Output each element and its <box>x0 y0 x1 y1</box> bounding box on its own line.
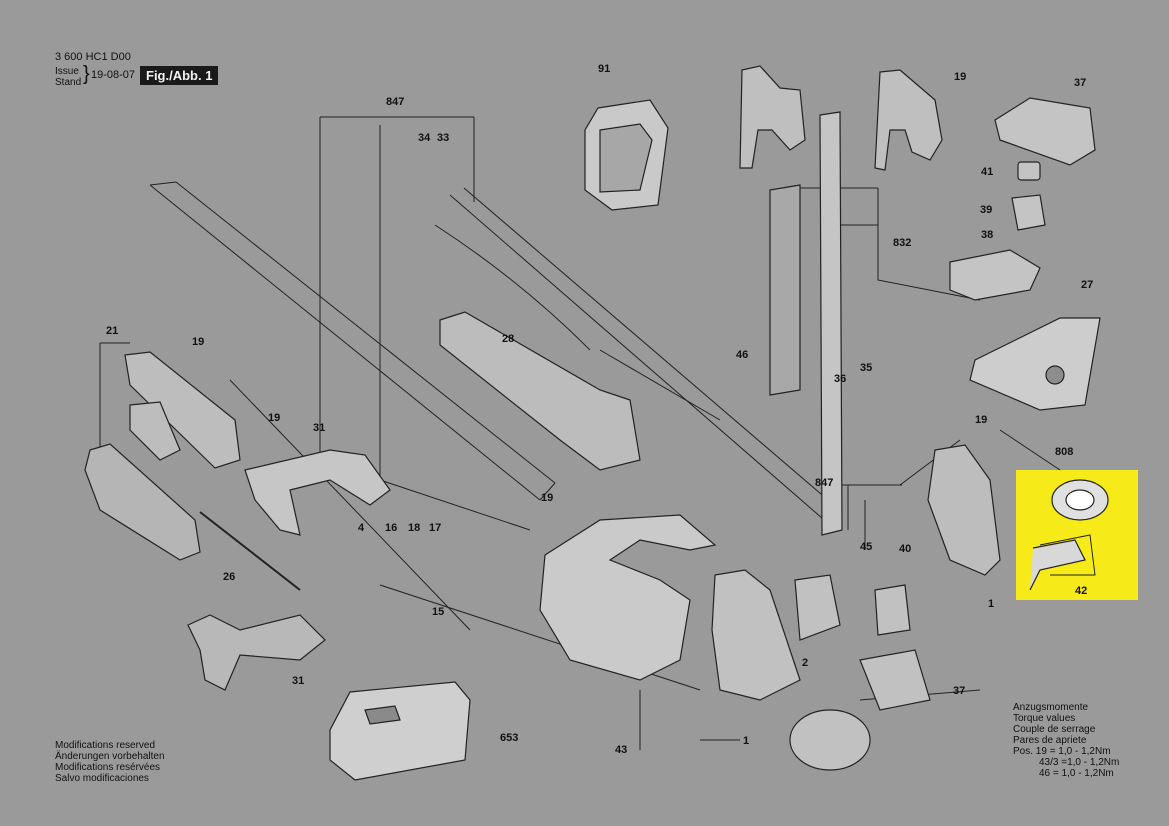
torque-line: Couple de serrage <box>1013 724 1096 735</box>
stand-label: Stand <box>55 77 82 88</box>
part-label: 91 <box>598 63 611 75</box>
part-label: 19 <box>541 492 554 504</box>
part-label: 40 <box>899 543 912 555</box>
part-label: 847 <box>386 96 405 108</box>
part-label: 43 <box>615 744 628 756</box>
torque-row: Pos. 19 = 1,0 - 1,2Nm <box>1013 746 1111 757</box>
part-label: 37 <box>953 685 966 697</box>
part-label: 34 <box>418 132 431 144</box>
part-label: 37 <box>1074 77 1087 89</box>
part-label: 26 <box>223 571 236 583</box>
torque-line: Pares de apriete <box>1013 735 1087 746</box>
part-label: 35 <box>860 362 873 374</box>
note-line: Modifications reserved <box>55 740 156 751</box>
part-label: 808 <box>1055 446 1074 458</box>
part-label: 1 <box>743 735 750 747</box>
part-label: 21 <box>106 325 119 337</box>
torque-values: Anzugsmomente Torque values Couple de se… <box>1013 702 1119 779</box>
part-label: 31 <box>292 675 305 687</box>
torque-line: Torque values <box>1013 713 1076 724</box>
part-label: 45 <box>860 541 873 553</box>
part-label: 4 <box>358 522 365 534</box>
part-label: 17 <box>429 522 442 534</box>
torque-line: Anzugsmomente <box>1013 702 1089 713</box>
battery-pack <box>584 99 669 211</box>
note-line: Änderungen vorbehalten <box>55 751 165 762</box>
part-label: 38 <box>981 229 994 241</box>
brace: } <box>83 63 90 85</box>
spool-42 <box>1029 479 1109 591</box>
torque-row: 43/3 =1,0 - 1,2Nm <box>1039 757 1120 768</box>
torque-row: 46 = 1,0 - 1,2Nm <box>1039 768 1114 779</box>
part-label: 33 <box>437 132 450 144</box>
figure-label: Fig./Abb. 1 <box>140 66 219 85</box>
doc-number: 3 600 HC1 D00 <box>55 51 131 63</box>
grip-28 <box>439 311 641 471</box>
part-label: 39 <box>980 204 993 216</box>
part-label: 28 <box>502 333 515 345</box>
charger <box>329 681 471 781</box>
note-line: Modifications resérvées <box>55 762 161 773</box>
part-label: 19 <box>268 412 281 424</box>
part-label-42: 42 <box>1075 585 1088 597</box>
part-label: 31 <box>313 422 326 434</box>
part-label: 653 <box>500 732 519 744</box>
part-label: 41 <box>981 166 994 178</box>
issue-date: 19-08-07 <box>91 69 136 81</box>
part-label: 15 <box>432 606 445 618</box>
modifications-note: Modifications reserved Änderungen vorbeh… <box>55 740 165 784</box>
issue-label: Issue <box>55 66 79 77</box>
part-label: 36 <box>834 373 847 385</box>
grass-guard <box>539 514 717 681</box>
part-label: 46 <box>736 349 749 361</box>
note-line: Salvo modificaciones <box>55 773 149 784</box>
part-label: 847 <box>815 477 834 489</box>
part-label: 18 <box>408 522 421 534</box>
part-label: 19 <box>192 336 205 348</box>
part-label: 2 <box>802 657 809 669</box>
guard-27 <box>969 317 1101 411</box>
part-label: 1 <box>988 598 995 610</box>
part-label: 19 <box>954 71 967 83</box>
part-label: 27 <box>1081 279 1094 291</box>
part-label: 832 <box>893 237 912 249</box>
aux-handle <box>187 614 326 691</box>
part-label: 19 <box>975 414 988 426</box>
part-label: 16 <box>385 522 398 534</box>
